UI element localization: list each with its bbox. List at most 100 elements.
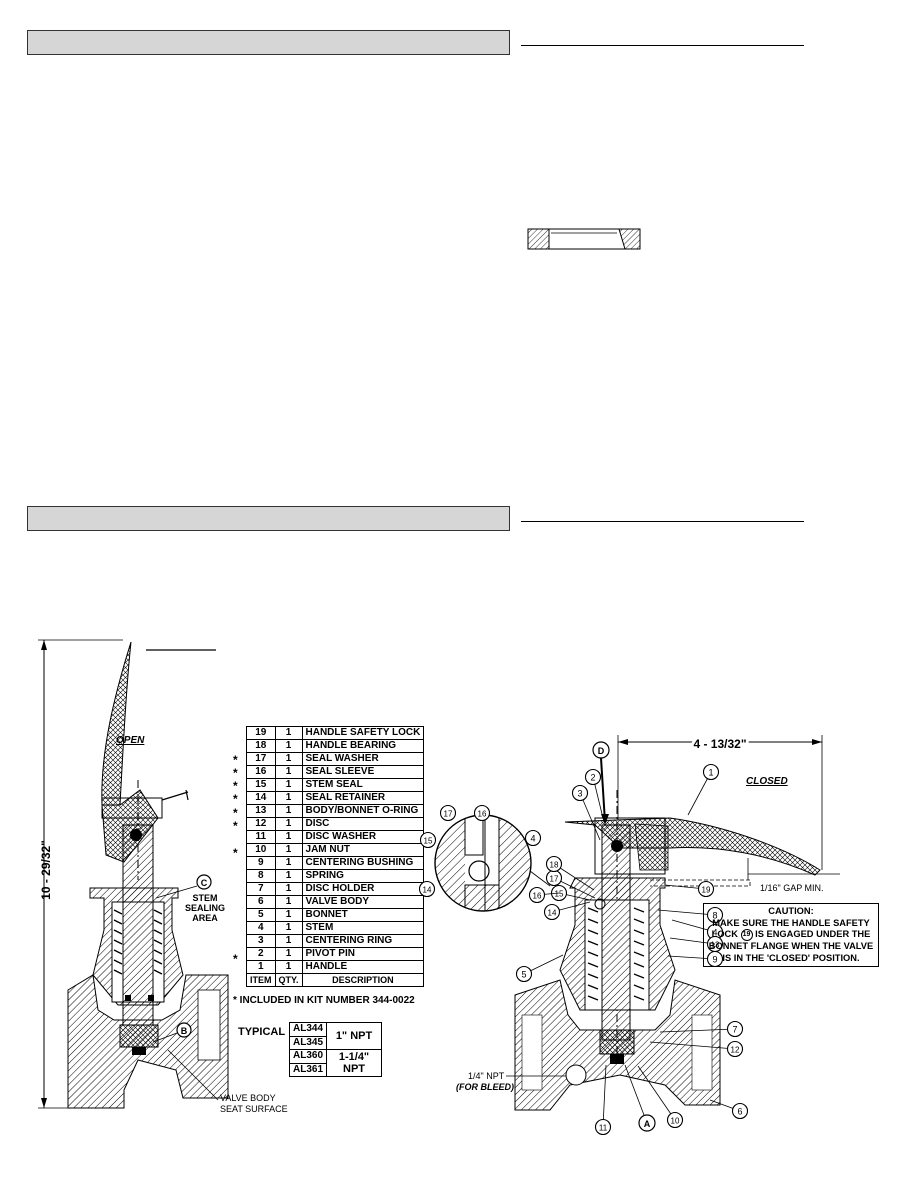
- detail-balloon-number: 14: [423, 886, 432, 895]
- item-balloon: [706, 906, 724, 924]
- part-quantity: 1: [274, 908, 303, 922]
- item-balloon: [528, 886, 546, 904]
- item-balloon-number: 13: [711, 941, 720, 950]
- part-item-number: 9: [246, 856, 276, 870]
- part-description: JAM NUT: [301, 843, 425, 857]
- part-quantity: 1: [274, 869, 303, 883]
- part-quantity: 1: [274, 726, 303, 740]
- width-dimension-label: 4 - 13/32": [693, 737, 746, 751]
- kit-note: * INCLUDED IN KIT NUMBER 344-0022: [233, 995, 415, 1006]
- stem-sealing-area-label-1: STEM: [192, 893, 217, 903]
- part-quantity: 1: [274, 843, 303, 857]
- item-balloon: [571, 784, 589, 802]
- detail-balloon: [419, 831, 437, 849]
- stem-sealing-area-label-3: AREA: [192, 913, 218, 923]
- leader-line: [649, 1041, 736, 1050]
- kit-asterisk: *: [233, 805, 238, 820]
- callout-c: C: [201, 878, 208, 888]
- section-header-bar-middle: [27, 506, 510, 531]
- kit-asterisk: *: [233, 792, 238, 807]
- section-header-bar-top: [27, 30, 510, 55]
- part-description: PIVOT PIN: [301, 947, 425, 961]
- part-quantity: 1: [274, 921, 303, 935]
- part-item-number: 13: [246, 804, 276, 818]
- kit-asterisk-column: ********: [233, 726, 238, 979]
- item-balloon-number: 17: [550, 875, 559, 884]
- item-balloon-number: 7: [732, 1025, 737, 1035]
- right-column-rule-middle: [521, 521, 804, 522]
- valve-open-section-drawing: 10 - 29/32" OPEN C STEM SEALING AREA B V…: [38, 639, 288, 1114]
- item-balloon: [545, 855, 563, 873]
- model-cell: AL361: [288, 1062, 328, 1077]
- part-description: BONNET: [301, 908, 425, 922]
- kit-asterisk: [233, 739, 238, 752]
- size-cell: 1-1/4" NPT: [326, 1049, 383, 1077]
- part-quantity: 1: [274, 778, 303, 792]
- caution-line-1: MAKE SURE THE HANDLE SAFETY: [712, 917, 870, 928]
- part-description: HANDLE BEARING: [301, 739, 425, 753]
- part-item-number: 19: [246, 726, 276, 740]
- kit-asterisk: [233, 859, 238, 872]
- part-item-number: 2: [246, 947, 276, 961]
- caution-line-2: LOCK 19 IS ENGAGED UNDER THE: [706, 929, 876, 941]
- part-description: SPRING: [301, 869, 425, 883]
- kit-asterisk: *: [233, 765, 238, 780]
- part-description: DISC HOLDER: [301, 882, 425, 896]
- item-balloon-number: 6: [737, 1107, 742, 1117]
- part-quantity: 1: [274, 791, 303, 805]
- header-description: DESCRIPTION: [301, 973, 425, 987]
- kit-asterisk: *: [233, 779, 238, 794]
- caution-box: CAUTION: MAKE SURE THE HANDLE SAFETY LOC…: [703, 903, 879, 967]
- part-description: VALVE BODY: [301, 895, 425, 909]
- valve-body-seat-label-2: SEAT SURFACE: [220, 1104, 288, 1114]
- item-balloon-number: 8: [712, 911, 717, 921]
- part-item-number: 6: [246, 895, 276, 909]
- leader-line: [657, 909, 716, 916]
- item-balloon: [697, 880, 715, 898]
- part-item-number: 18: [246, 739, 276, 753]
- kit-asterisk: [233, 832, 238, 845]
- part-description: DISC WASHER: [301, 830, 425, 844]
- item-balloon-number: 9: [712, 955, 717, 965]
- item-balloon: [706, 935, 724, 953]
- closed-state-label: CLOSED: [746, 776, 788, 787]
- caution-line-4: IS IN THE 'CLOSED' POSITION.: [722, 952, 860, 963]
- bleed-label-1: 1/4" NPT: [468, 1071, 505, 1081]
- part-description: SEAL SLEEVE: [301, 765, 425, 779]
- part-description: BODY/BONNET O-RING: [301, 804, 425, 818]
- kit-asterisk: [233, 899, 238, 912]
- part-item-number: 8: [246, 869, 276, 883]
- typical-label: TYPICAL: [238, 1026, 286, 1038]
- part-item-number: 7: [246, 882, 276, 896]
- part-description: HANDLE: [301, 960, 425, 974]
- part-quantity: 1: [274, 856, 303, 870]
- callout-d: D: [598, 746, 605, 756]
- kit-asterisk: [233, 912, 238, 925]
- header-item: ITEM: [246, 973, 276, 987]
- leader-line: [602, 1064, 607, 1128]
- kit-asterisk: *: [233, 845, 238, 860]
- part-description: STEM: [301, 921, 425, 935]
- item-balloon: [731, 1102, 749, 1120]
- part-quantity: 1: [274, 882, 303, 896]
- callout-b: B: [181, 1026, 188, 1036]
- item-balloon-number: 11: [599, 1124, 608, 1133]
- item-balloon: [726, 1040, 744, 1058]
- part-description: STEM SEAL: [301, 778, 425, 792]
- item-balloon-number: 5: [521, 970, 526, 980]
- part-item-number: 12: [246, 817, 276, 831]
- model-cell: AL360: [288, 1049, 328, 1064]
- detail-balloon: [524, 829, 542, 847]
